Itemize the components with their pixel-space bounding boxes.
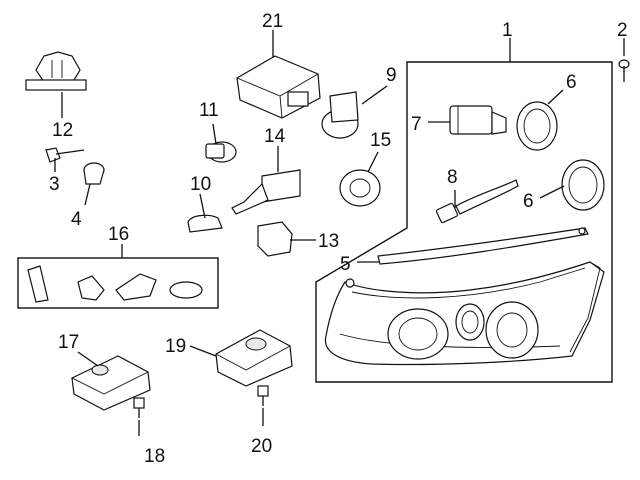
callout-2: 2 xyxy=(617,20,628,41)
mounting-bolt-left xyxy=(133,397,145,418)
bulb-socket xyxy=(321,91,359,139)
headlamp-assembly-box xyxy=(315,61,613,383)
wiring-harness xyxy=(435,179,519,224)
trim-strip xyxy=(377,227,589,265)
dust-cap-upper xyxy=(516,101,558,151)
callout-13: 13 xyxy=(318,231,339,252)
bracket-parts xyxy=(27,265,203,303)
signal-bulb xyxy=(205,141,237,163)
wedge-bulb xyxy=(187,214,223,233)
callout-15: 15 xyxy=(370,130,391,151)
nut xyxy=(83,162,105,185)
adjuster-motor xyxy=(449,105,507,135)
mounting-bolt-right xyxy=(257,385,269,406)
lamp-socket xyxy=(339,169,381,207)
dust-cap-lower xyxy=(561,159,605,211)
callout-21: 21 xyxy=(262,11,283,32)
callout-5: 5 xyxy=(340,254,351,275)
callout-8: 8 xyxy=(447,167,458,188)
callout-17: 17 xyxy=(58,332,79,353)
callout-11: 11 xyxy=(199,100,219,121)
hid-bulb xyxy=(231,169,301,215)
callout-19: 19 xyxy=(165,336,186,357)
callout-1: 1 xyxy=(502,20,513,41)
ballast-module-right xyxy=(215,329,293,387)
ballast-module-left xyxy=(71,355,151,411)
callout-7: 7 xyxy=(411,114,422,135)
bulb-holder xyxy=(257,221,293,257)
control-module xyxy=(236,55,321,119)
callout-3: 3 xyxy=(49,174,60,195)
headlamp-housing xyxy=(324,261,605,366)
headlight-bulb xyxy=(25,51,87,91)
bracket-kit-box xyxy=(17,257,219,309)
callout-10: 10 xyxy=(190,174,211,195)
callout-labels: 1 2 3 4 5 6 6 7 8 9 10 11 12 13 14 15 16… xyxy=(49,11,628,467)
callout-6b: 6 xyxy=(523,191,534,212)
bolt xyxy=(45,147,85,163)
callout-18: 18 xyxy=(144,446,165,467)
callout-16: 16 xyxy=(108,224,129,245)
callout-9: 9 xyxy=(386,65,397,86)
leader-lines xyxy=(54,30,625,436)
callout-4: 4 xyxy=(71,209,82,230)
callout-14: 14 xyxy=(264,126,286,147)
callout-20: 20 xyxy=(251,436,272,457)
screw xyxy=(618,59,630,82)
callout-12: 12 xyxy=(52,120,73,141)
callout-6a: 6 xyxy=(566,72,577,93)
